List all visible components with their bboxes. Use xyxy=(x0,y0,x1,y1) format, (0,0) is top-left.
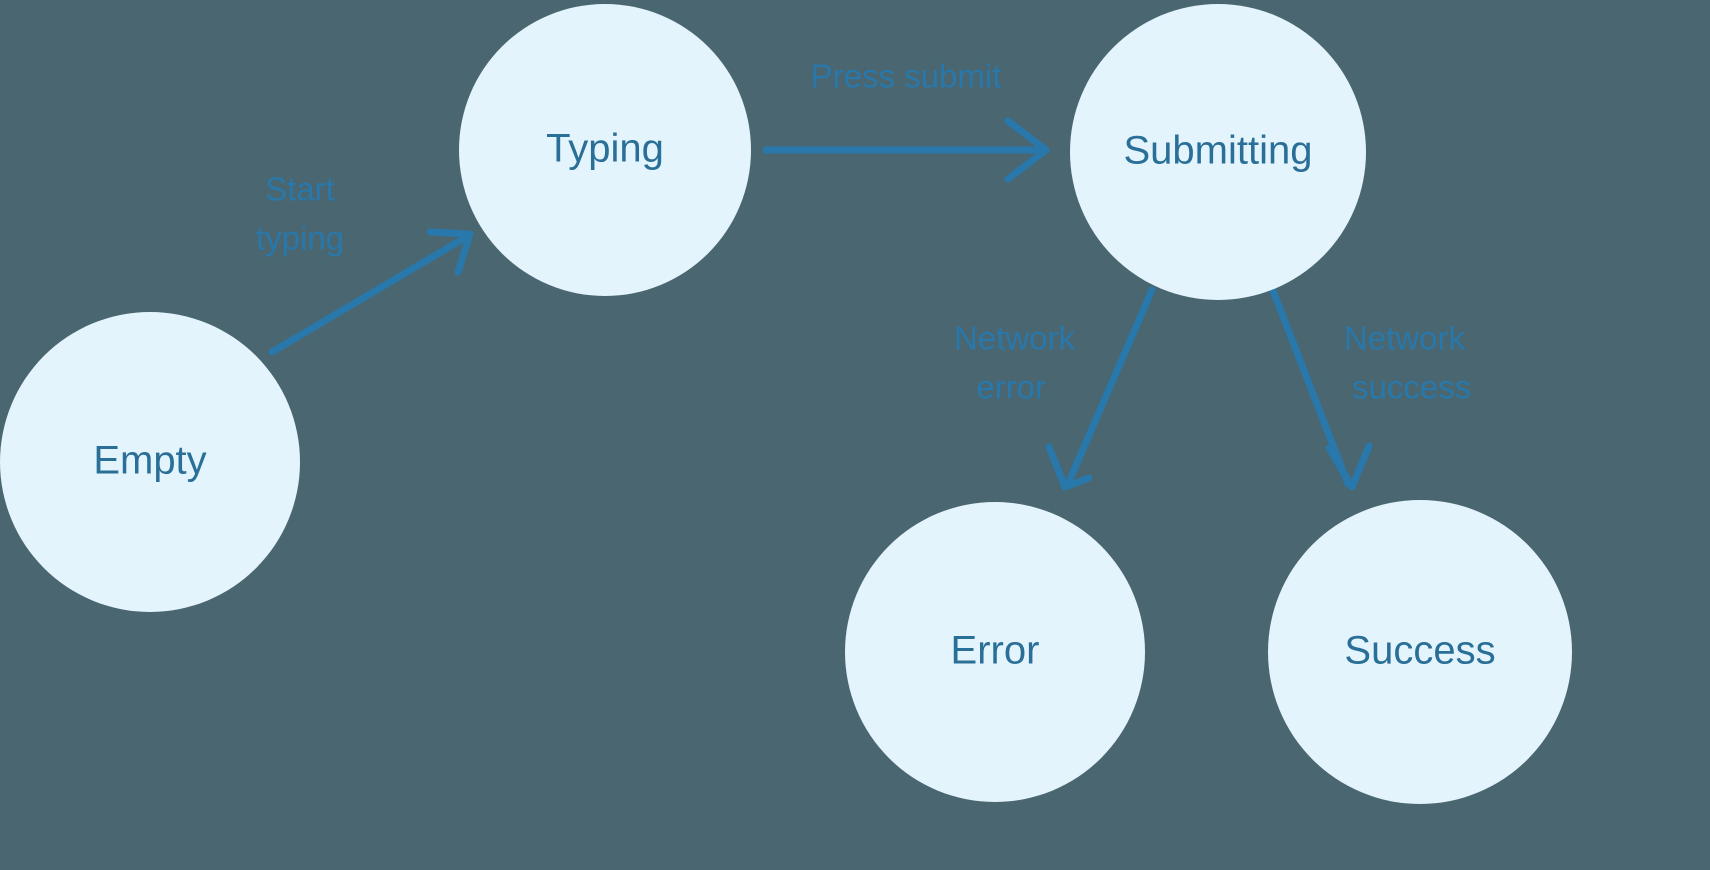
edge-submitting-to-success-label-line2: success xyxy=(1352,369,1471,406)
edge-empty-to-typing-label-line2: typing xyxy=(256,220,344,257)
node-typing-circle[interactable] xyxy=(459,4,751,296)
node-typing-label: Typing xyxy=(546,127,664,171)
node-empty-label: Empty xyxy=(93,439,206,483)
node-typing[interactable]: Typing xyxy=(459,4,751,296)
edge-submitting-to-error: Network error xyxy=(954,286,1156,491)
node-submitting-label: Submitting xyxy=(1124,129,1313,173)
edge-empty-to-typing: Start typing xyxy=(256,171,474,356)
node-submitting[interactable]: Submitting xyxy=(1070,4,1366,300)
node-error-label: Error xyxy=(951,629,1040,673)
edge-empty-to-typing-arrowhead xyxy=(426,228,474,276)
edge-submitting-to-success-label-line1: Network xyxy=(1344,320,1466,357)
node-empty[interactable]: Empty xyxy=(0,312,300,612)
edge-submitting-to-error-arrowhead xyxy=(1045,443,1093,491)
node-error-circle[interactable] xyxy=(845,502,1145,802)
edge-typing-to-submitting-arrowhead xyxy=(1004,117,1050,183)
edge-submitting-to-success: Network success xyxy=(1268,284,1471,491)
edge-submitting-to-error-line xyxy=(1064,286,1156,488)
edge-typing-to-submitting: Press submit xyxy=(762,58,1050,183)
edge-submitting-to-success-arrowhead xyxy=(1325,442,1373,491)
edge-empty-to-typing-line xyxy=(268,232,472,356)
node-empty-circle[interactable] xyxy=(0,312,300,612)
node-error[interactable]: Error xyxy=(845,502,1145,802)
node-success[interactable]: Success xyxy=(1268,500,1572,804)
edge-empty-to-typing-label-line1: Start xyxy=(265,171,335,208)
edge-submitting-to-error-label-line1: Network xyxy=(954,320,1076,357)
node-submitting-circle[interactable] xyxy=(1070,4,1366,300)
edge-submitting-to-success-line xyxy=(1268,284,1352,488)
edge-submitting-to-error-label-line2: error xyxy=(976,369,1046,406)
edge-typing-to-submitting-label-line1: Press submit xyxy=(811,58,1002,95)
node-success-circle[interactable] xyxy=(1268,500,1572,804)
node-success-label: Success xyxy=(1344,629,1495,673)
